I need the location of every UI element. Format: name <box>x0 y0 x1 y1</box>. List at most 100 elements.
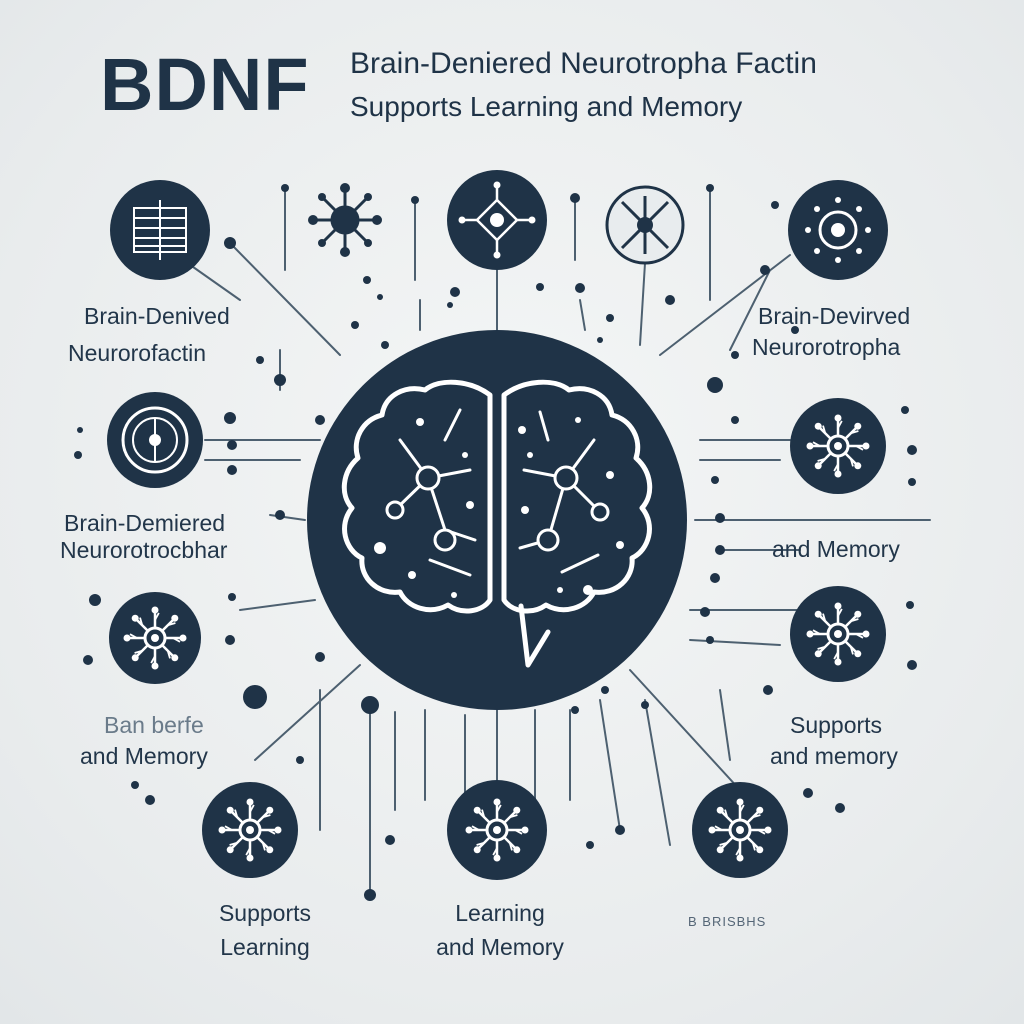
node-dot <box>665 295 675 305</box>
node-dot <box>145 795 155 805</box>
node-dot <box>89 594 101 606</box>
grid-lines-icon <box>110 180 210 280</box>
node-dot <box>771 201 779 209</box>
node-dot <box>575 283 585 293</box>
node-dot <box>385 835 395 845</box>
node-dot <box>710 573 720 583</box>
node-dot <box>571 706 579 714</box>
node-dot <box>908 478 916 486</box>
x-cross-icon <box>605 185 685 265</box>
node-dot <box>225 635 235 645</box>
node-dot <box>597 337 603 343</box>
label-right-upper-2: Neurorotropha <box>752 334 901 360</box>
neuron-icon <box>447 170 547 270</box>
label-left-middle-1: Brain-Demiered <box>64 510 226 536</box>
neuron-icon <box>790 586 886 682</box>
node-dot <box>641 701 649 709</box>
node-dot <box>907 660 917 670</box>
node-dot <box>228 593 236 601</box>
target-icon <box>788 180 888 280</box>
node-dot <box>377 294 383 300</box>
node-dot <box>315 652 325 662</box>
title-tagline: Supports Learning and Memory <box>350 91 743 122</box>
connector-line <box>579 299 586 331</box>
neuron-icon <box>692 782 788 878</box>
node-dot <box>570 193 580 203</box>
node-dot <box>760 265 770 275</box>
node-dot <box>835 803 845 813</box>
neuron-icons <box>109 398 886 880</box>
neuron-icon <box>790 398 886 494</box>
label-right-lower-2: and memory <box>770 743 898 769</box>
label-right-upper-1: Brain-Devirved <box>758 303 911 329</box>
node-dot <box>536 283 544 291</box>
node-dot <box>715 513 725 523</box>
label-bottom-center-1: Learning <box>455 900 545 926</box>
node-dot <box>411 196 419 204</box>
node-dot <box>731 351 739 359</box>
node-dot <box>224 412 236 424</box>
neuron-icon <box>447 780 547 880</box>
node-dot <box>901 406 909 414</box>
node-dot <box>361 696 379 714</box>
atom-icon <box>308 183 382 257</box>
node-dot <box>74 451 82 459</box>
connector-lines <box>185 189 931 896</box>
connector-line <box>599 699 621 831</box>
node-dot <box>227 440 237 450</box>
label-bottom-right-small: B BRISBHS <box>688 914 767 929</box>
label-bottom-left-1: Supports <box>218 900 312 926</box>
label-left-lower-2: and Memory <box>80 743 208 769</box>
connector-line <box>644 699 671 846</box>
node-dot <box>131 781 139 789</box>
connector-line <box>689 639 781 646</box>
node-dot <box>351 321 359 329</box>
label-left-lower-1: Ban berfe <box>104 712 204 738</box>
node-dot <box>706 636 714 644</box>
label-left-middle-2: Neurorotrocbhar <box>60 537 228 563</box>
neuron-icon <box>202 782 298 878</box>
node-dot <box>803 788 813 798</box>
label-right-middle: and Memory <box>772 536 900 562</box>
node-dot <box>296 756 304 764</box>
connector-line <box>185 261 241 301</box>
node-dot <box>450 287 460 297</box>
page-title: BDNF <box>100 43 310 126</box>
neuron-icon <box>109 592 201 684</box>
node-dot <box>381 341 389 349</box>
node-dot <box>763 685 773 695</box>
node-dot <box>274 374 286 386</box>
node-dot <box>224 237 236 249</box>
ring-icon <box>107 392 203 488</box>
brain-hub <box>307 330 687 710</box>
node-dot <box>715 545 725 555</box>
brain-icon <box>341 379 653 668</box>
node-dot <box>907 445 917 455</box>
node-dot <box>586 841 594 849</box>
node-dots <box>74 184 917 901</box>
node-dot <box>364 889 376 901</box>
label-bottom-left-2: Learning <box>220 934 310 960</box>
node-dot <box>447 302 453 308</box>
node-dot <box>606 314 614 322</box>
node-dot <box>700 607 710 617</box>
node-dot <box>83 655 93 665</box>
connector-line <box>254 664 361 761</box>
node-dot <box>227 465 237 475</box>
label-left-upper-2: Neurorofactin <box>68 340 207 366</box>
node-dot <box>615 825 625 835</box>
node-dot <box>707 377 723 393</box>
node-dot <box>315 415 325 425</box>
connector-line <box>729 269 771 351</box>
node-dot <box>601 686 609 694</box>
label-left-upper-1: Brain-Denived <box>84 303 230 329</box>
label-right-lower-1: Supports <box>790 712 883 738</box>
node-dot <box>281 184 289 192</box>
node-dot <box>77 427 83 433</box>
node-dot <box>791 326 799 334</box>
node-dot <box>906 601 914 609</box>
title-full-name: Brain-Deniered Neurotropha Factin <box>350 47 817 80</box>
node-dot <box>275 510 285 520</box>
node-dot <box>711 476 719 484</box>
